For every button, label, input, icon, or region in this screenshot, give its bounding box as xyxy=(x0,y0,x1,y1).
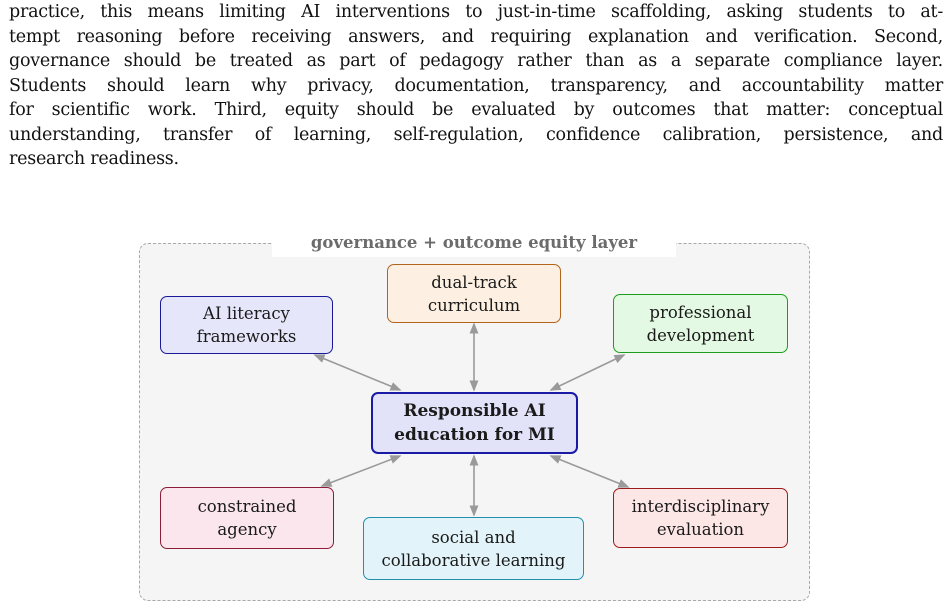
center-node-line1: Responsible AI xyxy=(403,401,546,421)
edge-professional xyxy=(549,354,626,391)
node-label-line2: collaborative learning xyxy=(381,550,566,570)
node-ai-literacy-frameworks: AI literacy frameworks xyxy=(160,296,333,354)
edge-interdisciplinary xyxy=(549,455,630,488)
layer-title: governance + outcome equity layer xyxy=(272,231,676,257)
center-node: Responsible AI education for MI xyxy=(371,392,578,454)
paragraph-line: tempt reasoning before receiving answers… xyxy=(9,26,943,47)
center-node-line2: education for MI xyxy=(394,425,555,445)
node-constrained-agency: constrained agency xyxy=(160,487,334,549)
node-label-line2: agency xyxy=(217,520,277,539)
paragraph-line: governance should be treated as part of … xyxy=(9,51,943,71)
paragraph-line: research readiness. xyxy=(9,149,179,169)
body-paragraph: practice, this means limiting AI interve… xyxy=(9,0,943,172)
node-label-line1: interdisciplinary xyxy=(631,497,770,516)
paragraph-line: practice, this means limiting AI interve… xyxy=(9,2,943,22)
paragraph-line: for scientific work. Third, equity shoul… xyxy=(9,100,943,120)
node-social-collaborative-learning: social and collaborative learning xyxy=(363,517,584,580)
edge-constrained xyxy=(320,455,402,487)
node-label-line2: frameworks xyxy=(196,327,297,346)
node-label-line1: constrained xyxy=(197,497,297,516)
node-label-line1: AI literacy xyxy=(203,304,290,323)
paragraph-line: Students should learn why privacy, docum… xyxy=(9,75,943,96)
node-label-line2: development xyxy=(646,325,755,345)
paragraph-line: understanding, transfer of learning, sel… xyxy=(9,124,943,145)
node-label-line1: social and xyxy=(431,527,516,547)
node-label-line1: dual-track xyxy=(431,272,517,292)
node-professional-development: professional development xyxy=(613,294,788,353)
node-dual-track-curriculum: dual-track curriculum xyxy=(387,264,561,323)
node-label-line2: curriculum xyxy=(427,295,521,315)
edge-ai-literacy xyxy=(313,354,402,391)
node-interdisciplinary-evaluation: interdisciplinary evaluation xyxy=(613,488,788,548)
node-label-line2: evaluation xyxy=(656,520,745,539)
node-label-line1: professional xyxy=(649,302,752,322)
